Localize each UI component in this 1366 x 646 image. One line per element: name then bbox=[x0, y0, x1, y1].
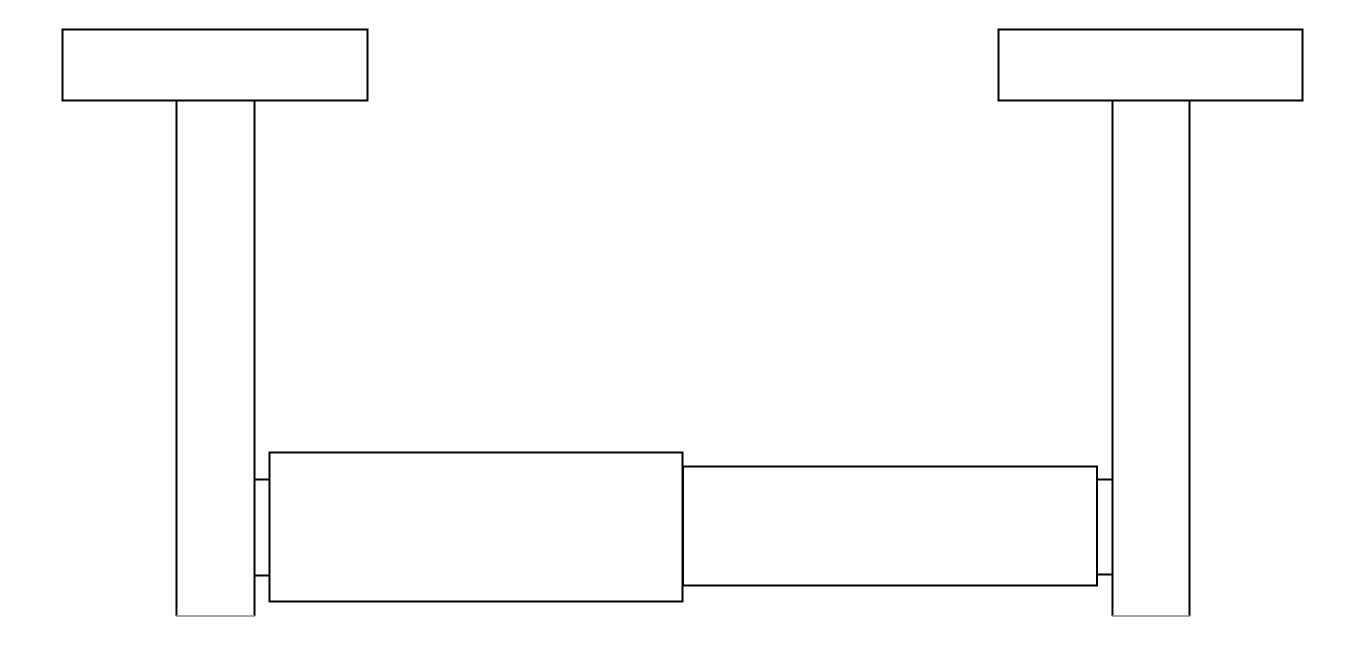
middle-box bbox=[682, 465, 1098, 587]
right-top-plate bbox=[997, 28, 1304, 102]
left-post bbox=[175, 101, 256, 617]
left-top-plate bbox=[61, 28, 369, 102]
right-post bbox=[1111, 101, 1191, 617]
left-box bbox=[268, 451, 684, 603]
